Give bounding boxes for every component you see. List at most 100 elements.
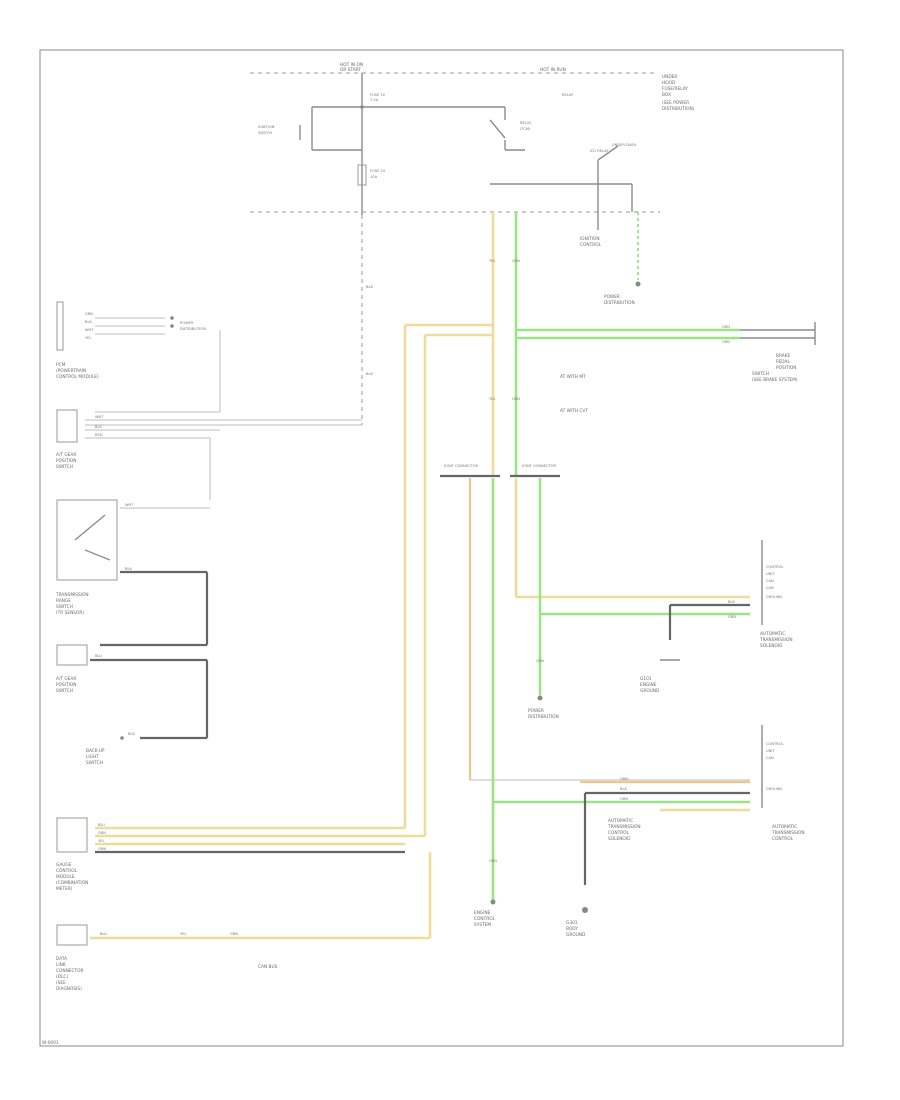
svg-text:BLK: BLK — [95, 425, 102, 429]
svg-text:GROUND: GROUND — [766, 787, 782, 791]
svg-text:BLU: BLU — [100, 932, 107, 936]
svg-text:(SEE POWER: (SEE POWER — [662, 100, 689, 106]
svg-text:UNDER: UNDER — [662, 74, 677, 80]
svg-text:BLK: BLK — [128, 732, 135, 736]
svg-text:(TR SENSOR): (TR SENSOR) — [56, 610, 84, 616]
bus-top-right: HOT IN RUN — [540, 67, 566, 73]
fuse-box-label: UNDER HOOD FUSE/RELAY BOX (SEE POWER DIS… — [662, 74, 695, 112]
svg-text:(TCM): (TCM) — [520, 127, 531, 131]
svg-text:BLK: BLK — [366, 285, 373, 289]
svg-text:YEL: YEL — [85, 336, 91, 340]
svg-text:TRANSMISSION: TRANSMISSION — [55, 592, 89, 598]
svg-text:IG1 RELAY: IG1 RELAY — [590, 149, 609, 153]
svg-text:GRN: GRN — [512, 397, 520, 401]
svg-text:WHT: WHT — [95, 415, 104, 419]
svg-text:PEDAL: PEDAL — [776, 359, 790, 365]
svg-text:GRN: GRN — [489, 859, 497, 863]
svg-text:HOOD: HOOD — [662, 80, 676, 86]
svg-text:BLK: BLK — [728, 600, 735, 604]
svg-text:GRN: GRN — [512, 259, 520, 263]
svg-text:DISTRIBUTION: DISTRIBUTION — [180, 327, 206, 331]
svg-text:ORN: ORN — [620, 797, 628, 801]
svg-text:CONNECTOR: CONNECTOR — [56, 968, 84, 974]
svg-text:BLU: BLU — [95, 654, 102, 658]
bus-top-left: HOT IN ON — [340, 62, 363, 68]
svg-text:7.5A: 7.5A — [370, 98, 379, 102]
svg-text:RED: RED — [95, 433, 103, 437]
svg-text:SWITCH: SWITCH — [56, 604, 73, 610]
svg-text:FUSE/RELAY: FUSE/RELAY — [662, 86, 688, 92]
svg-text:BLK: BLK — [85, 320, 92, 324]
svg-text:A/T GEAR: A/T GEAR — [56, 452, 76, 458]
footer-code: W-0001 — [42, 1040, 59, 1046]
svg-text:BLU: BLU — [98, 823, 105, 827]
ground-g101: G101 ENGINE GROUND — [640, 659, 680, 694]
can-green-lines: GRN GRN — [491, 212, 816, 475]
svg-text:SWITCH: SWITCH — [752, 371, 769, 377]
svg-text:RANGE: RANGE — [56, 598, 71, 604]
svg-text:GRN: GRN — [85, 312, 93, 316]
left-component-dlc: BLU YEL GRN DATA LINK CONNECTOR (DLC) (S… — [56, 852, 432, 992]
svg-text:GRN: GRN — [722, 340, 730, 344]
svg-text:BLK: BLK — [366, 372, 373, 376]
svg-text:IGNITION: IGNITION — [258, 125, 275, 129]
joint-connectors: JOINT CONNECTOR JOINT CONNECTOR — [440, 464, 560, 478]
svg-text:SWITCH: SWITCH — [258, 131, 272, 135]
svg-text:GROUND: GROUND — [566, 932, 586, 938]
svg-text:CONTROL: CONTROL — [608, 830, 630, 836]
svg-text:BOX: BOX — [662, 92, 671, 98]
left-component-pcm: GRN BLK WHT YEL POWER DISTRIBUTION PCM (… — [56, 301, 221, 413]
svg-text:CONTROL: CONTROL — [474, 916, 496, 922]
svg-text:RELAY: RELAY — [520, 121, 532, 125]
relay-assembly: FUSE 10 7.5A IGNITION SWITCH RELAY (TCM)… — [258, 73, 574, 215]
svg-text:SWITCH: SWITCH — [56, 464, 73, 470]
svg-text:IGNITION: IGNITION — [580, 236, 600, 242]
svg-text:LIGHT: LIGHT — [86, 754, 99, 760]
svg-text:UNDER-DASH: UNDER-DASH — [612, 143, 636, 147]
svg-text:CONTROL: CONTROL — [56, 868, 78, 874]
svg-text:JOINT CONNECTOR: JOINT CONNECTOR — [443, 464, 478, 468]
svg-text:GAUGE: GAUGE — [56, 862, 72, 868]
below-junction-wires — [468, 478, 750, 900]
svg-text:POWER: POWER — [180, 321, 194, 325]
svg-text:GRN: GRN — [230, 932, 238, 936]
svg-text:JOINT CONNECTOR: JOINT CONNECTOR — [521, 464, 556, 468]
svg-text:DISTRIBUTION: DISTRIBUTION — [528, 714, 559, 720]
svg-text:G101: G101 — [640, 676, 652, 682]
svg-text:POSITION: POSITION — [56, 682, 76, 688]
svg-text:YEL: YEL — [489, 397, 495, 401]
svg-text:AUTOMATIC: AUTOMATIC — [772, 824, 797, 830]
svg-text:CONTROL: CONTROL — [766, 742, 784, 746]
diagram-frame — [39, 49, 844, 1047]
svg-text:SOLENOID: SOLENOID — [608, 836, 631, 842]
svg-text:GRN: GRN — [728, 615, 736, 619]
svg-text:ENGINE: ENGINE — [640, 682, 657, 688]
svg-text:BRAKE: BRAKE — [776, 353, 791, 359]
svg-text:SOLENOID: SOLENOID — [760, 643, 783, 649]
svg-text:LINK: LINK — [56, 962, 66, 968]
brake-switch-label: BRAKE PEDAL POSITION SWITCH (SEE BRAKE S… — [752, 353, 798, 383]
svg-text:CONTROL: CONTROL — [772, 836, 794, 842]
svg-text:DIAGNOSIS): DIAGNOSIS) — [56, 986, 82, 992]
svg-text:POSITION: POSITION — [776, 365, 796, 371]
note-at-mt: AT WITH MT — [560, 374, 586, 380]
svg-text:BACK-UP: BACK-UP — [86, 748, 105, 754]
svg-text:CAN: CAN — [766, 579, 774, 583]
svg-text:YEL: YEL — [180, 932, 186, 936]
svg-text:DATA: DATA — [56, 956, 67, 962]
ig1-relay-branch: IG1 RELAY UNDER-DASH IGNITION CONTROL PO… — [490, 143, 641, 306]
svg-text:YEL: YEL — [98, 839, 104, 843]
left-component-gear-switch: WHT BLK RED A/T GEAR POSITION SWITCH — [56, 409, 362, 500]
svg-text:FUSE 10: FUSE 10 — [370, 93, 386, 97]
svg-text:GRN: GRN — [536, 659, 544, 663]
svg-text:POWER: POWER — [604, 294, 620, 300]
svg-text:10A: 10A — [370, 175, 378, 179]
svg-text:FUSE 14: FUSE 14 — [370, 169, 386, 173]
svg-text:SWITCH: SWITCH — [86, 760, 103, 766]
black-feed-wire: BLK BLK — [85, 215, 373, 426]
svg-text:METER): METER) — [56, 886, 73, 892]
fuse-14: FUSE 14 10A — [357, 164, 386, 186]
svg-text:SYSTEM: SYSTEM — [474, 922, 491, 928]
svg-text:POWER: POWER — [528, 708, 544, 714]
svg-text:BLK: BLK — [125, 567, 132, 571]
